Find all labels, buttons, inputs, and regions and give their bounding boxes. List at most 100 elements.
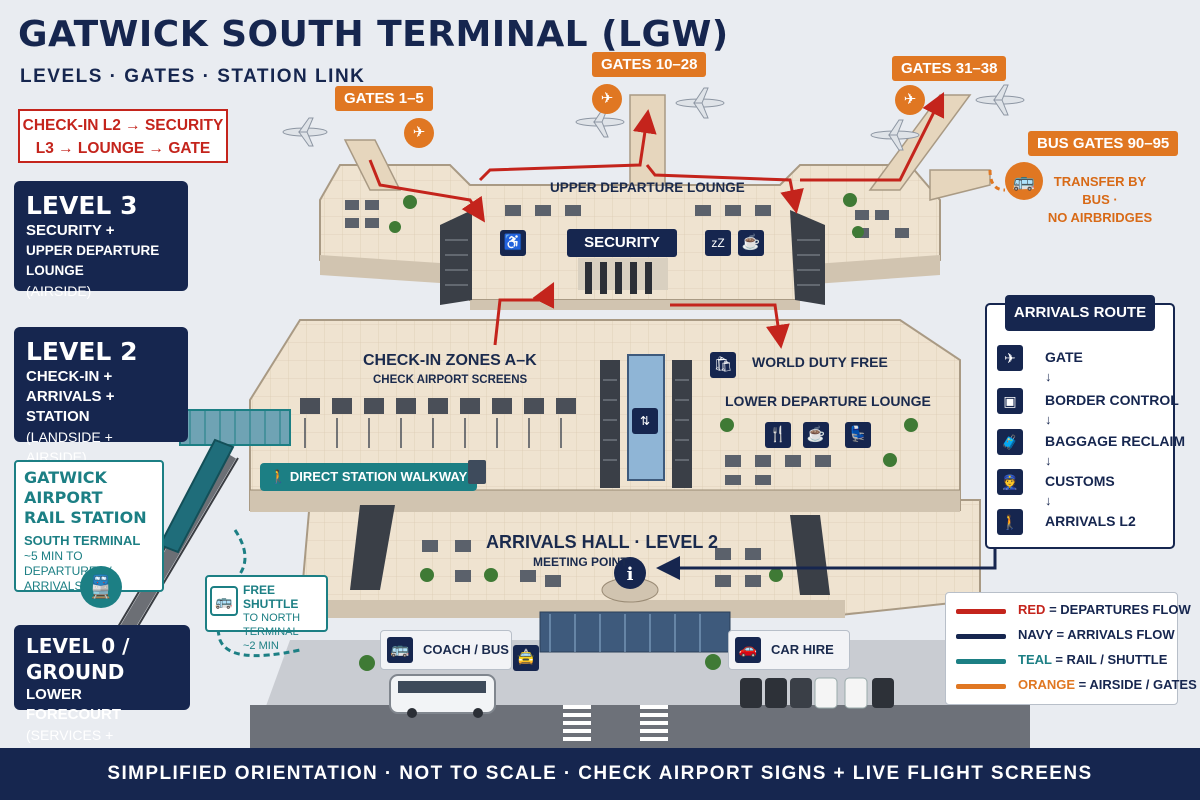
taxi-car-icon: 🚖 [513, 645, 539, 671]
level-3-card: LEVEL 3 SECURITY + UPPER DEPARTURE LOUNG… [14, 181, 188, 299]
lift-icon: ⇅ [632, 408, 658, 434]
lounge-seat-icon: 💺 [845, 422, 871, 448]
flow-line-1: CHECK-IN L2 → SECURITY [22, 117, 224, 134]
planters [359, 193, 918, 671]
customs-officer-icon: 👮 [997, 469, 1023, 495]
arrivals-step-label: BORDER CONTROL [1045, 392, 1179, 408]
down-arrow-icon: ↓ [1045, 493, 1052, 508]
down-arrow-icon: ↓ [1045, 453, 1052, 468]
coach-bus-sign[interactable]: 🚌 COACH / BUS [380, 630, 512, 670]
shuttle-line-3: ~2 MIN [243, 640, 279, 652]
gates-10-28-tag[interactable]: GATES 10–28 [592, 52, 707, 77]
page-title: GATWICK SOUTH TERMINAL (LGW) [18, 14, 729, 55]
legend-swatch-red [956, 609, 1006, 614]
departures-flow-arrows [368, 91, 945, 349]
luggage-icon: 🧳 [997, 429, 1023, 455]
svg-text:i: i [627, 564, 634, 585]
rail-station-title-2: RAIL STATION [24, 508, 147, 527]
level-0-card: LEVEL 0 / GROUND LOWER FORECOURT (SERVIC… [14, 625, 190, 763]
escalators [350, 210, 830, 595]
level-2-line-2: STATION [26, 408, 90, 425]
shuttle-line-1: FREE SHUTTLE [243, 583, 299, 611]
rail-station-note-2: ARRIVALS [24, 579, 83, 593]
arrivals-hall-label: ARRIVALS HALL · LEVEL 2 [486, 532, 719, 552]
level-3-line-1: SECURITY + [26, 222, 115, 239]
parked-cars [740, 677, 894, 709]
security-lanes [578, 258, 668, 294]
rail-station-sub: SOUTH TERMINAL [24, 533, 141, 548]
level-3-line-2: UPPER DEPARTURE LOUNGE [26, 243, 160, 278]
walkway-label: DIRECT STATION WALKWAY [289, 469, 468, 484]
level-0-heading: LEVEL 0 / GROUND [26, 634, 130, 684]
gates-31-38-tag[interactable]: GATES 31–38 [892, 56, 1007, 81]
plane-icon: ✈ [997, 345, 1023, 371]
legend-label-navy: NAVY = ARRIVALS FLOW [1018, 627, 1175, 642]
arrivals-step-gate: ✈ GATE [997, 345, 1172, 371]
down-arrow-icon: ↓ [1045, 369, 1052, 384]
rail-station-card[interactable]: GATWICK AIRPORT RAIL STATION SOUTH TERMI… [14, 460, 164, 593]
legend-row-navy: NAVY = ARRIVALS FLOW [956, 624, 1175, 649]
cafe-icon: ☕ [738, 230, 764, 256]
seating [345, 200, 909, 587]
arrivals-route-panel: ARRIVALS ROUTE ✈ GATE ↓ ▣ BORDER CONTROL… [985, 295, 1185, 549]
plane-icon: ✈ [404, 118, 434, 148]
walking-person-icon: 🚶 [270, 469, 290, 484]
bus-gates-tag[interactable]: BUS GATES 90–95 [1028, 131, 1179, 156]
meeting-point-label: MEETING POINT [533, 555, 628, 569]
legend-row-teal: TEAL = RAIL / SHUTTLE [956, 649, 1167, 674]
car-hire-sign[interactable]: 🚗 CAR HIRE [728, 630, 850, 670]
check-in-desks [300, 398, 576, 414]
legend-swatch-orange [956, 684, 1006, 689]
plane-icon: ✈ [592, 84, 622, 114]
car-icon: 🚗 [735, 637, 761, 663]
level-3-note: (AIRSIDE) [26, 283, 92, 299]
bus-note-line-1: TRANSFER BY BUS · [1053, 174, 1147, 207]
plane-icon: ✈ [895, 85, 925, 115]
level-2-line-1: CHECK-IN + ARRIVALS + [26, 368, 115, 405]
passport-icon: ▣ [997, 388, 1023, 414]
coach-label: COACH / BUS [423, 642, 509, 657]
arrivals-step-label: GATE [1045, 349, 1083, 365]
check-in-sublabel: CHECK AIRPORT SCREENS [373, 374, 528, 386]
upper-lounge-label: UPPER DEPARTURE LOUNGE [550, 180, 745, 195]
aircraft [282, 84, 1025, 151]
bus-gates-note: TRANSFER BY BUS · NO AIRBRIDGES [1045, 173, 1155, 227]
level-2-card: LEVEL 2 CHECK-IN + ARRIVALS + STATION (L… [14, 327, 188, 465]
arrivals-step-customs: 👮 CUSTOMS [997, 469, 1172, 495]
bus-note-line-2: NO AIRBRIDGES [1047, 210, 1153, 225]
quiet-zone-icon: zZ [705, 230, 731, 256]
arrivals-step-border: ▣ BORDER CONTROL [997, 388, 1179, 414]
rail-track [111, 438, 239, 644]
flow-line-2: L3 → LOUNGE → GATE [35, 140, 211, 157]
bus-icon: 🚌 [1005, 162, 1043, 200]
arrivals-step-final: 🚶 ARRIVALS L2 [997, 509, 1172, 535]
restaurant-icon: 🍴 [765, 422, 791, 448]
ticket-machine-icon [468, 460, 486, 484]
accessibility-icon: ♿ [500, 230, 526, 256]
arrivals-step-label: CUSTOMS [1045, 473, 1115, 489]
gates-1-5-tag[interactable]: GATES 1–5 [335, 86, 433, 111]
person-icon: 🚶 [997, 509, 1023, 535]
security-label[interactable]: SECURITY [567, 229, 677, 257]
page-subtitle: LEVELS · GATES · STATION LINK [20, 66, 366, 87]
duty-free-label: WORLD DUTY FREE [752, 354, 888, 370]
arrivals-route-heading: ARRIVALS ROUTE [1005, 295, 1155, 331]
legend-swatch-teal [956, 659, 1006, 664]
information-point[interactable]: i [601, 557, 659, 603]
check-in-label: CHECK-IN ZONES A–K [363, 352, 537, 369]
lower-lounge-label: LOWER DEPARTURE LOUNGE [725, 393, 931, 409]
down-arrow-icon: ↓ [1045, 412, 1052, 427]
bus-icon: 🚌 [387, 637, 413, 663]
footer-disclaimer: SIMPLIFIED ORIENTATION · NOT TO SCALE · … [0, 748, 1200, 800]
legend-row-orange: ORANGE = AIRSIDE / GATES [956, 674, 1197, 699]
car-hire-label: CAR HIRE [771, 642, 834, 657]
station-walkway-pill[interactable]: 🚶 DIRECT STATION WALKWAY [260, 463, 478, 491]
level-0-line-1: LOWER FORECOURT [26, 686, 121, 723]
level-3-heading: LEVEL 3 [26, 191, 138, 220]
arrivals-step-baggage: 🧳 BAGGAGE RECLAIM [997, 429, 1185, 455]
bus-transfer-dashed-link [988, 169, 1006, 192]
station-walkway-bridge [179, 409, 291, 446]
coffee-icon: ☕ [803, 422, 829, 448]
shuttle-bus-icon: 🚌 [210, 586, 238, 616]
legend-label-orange: ORANGE = AIRSIDE / GATES [1018, 677, 1197, 692]
